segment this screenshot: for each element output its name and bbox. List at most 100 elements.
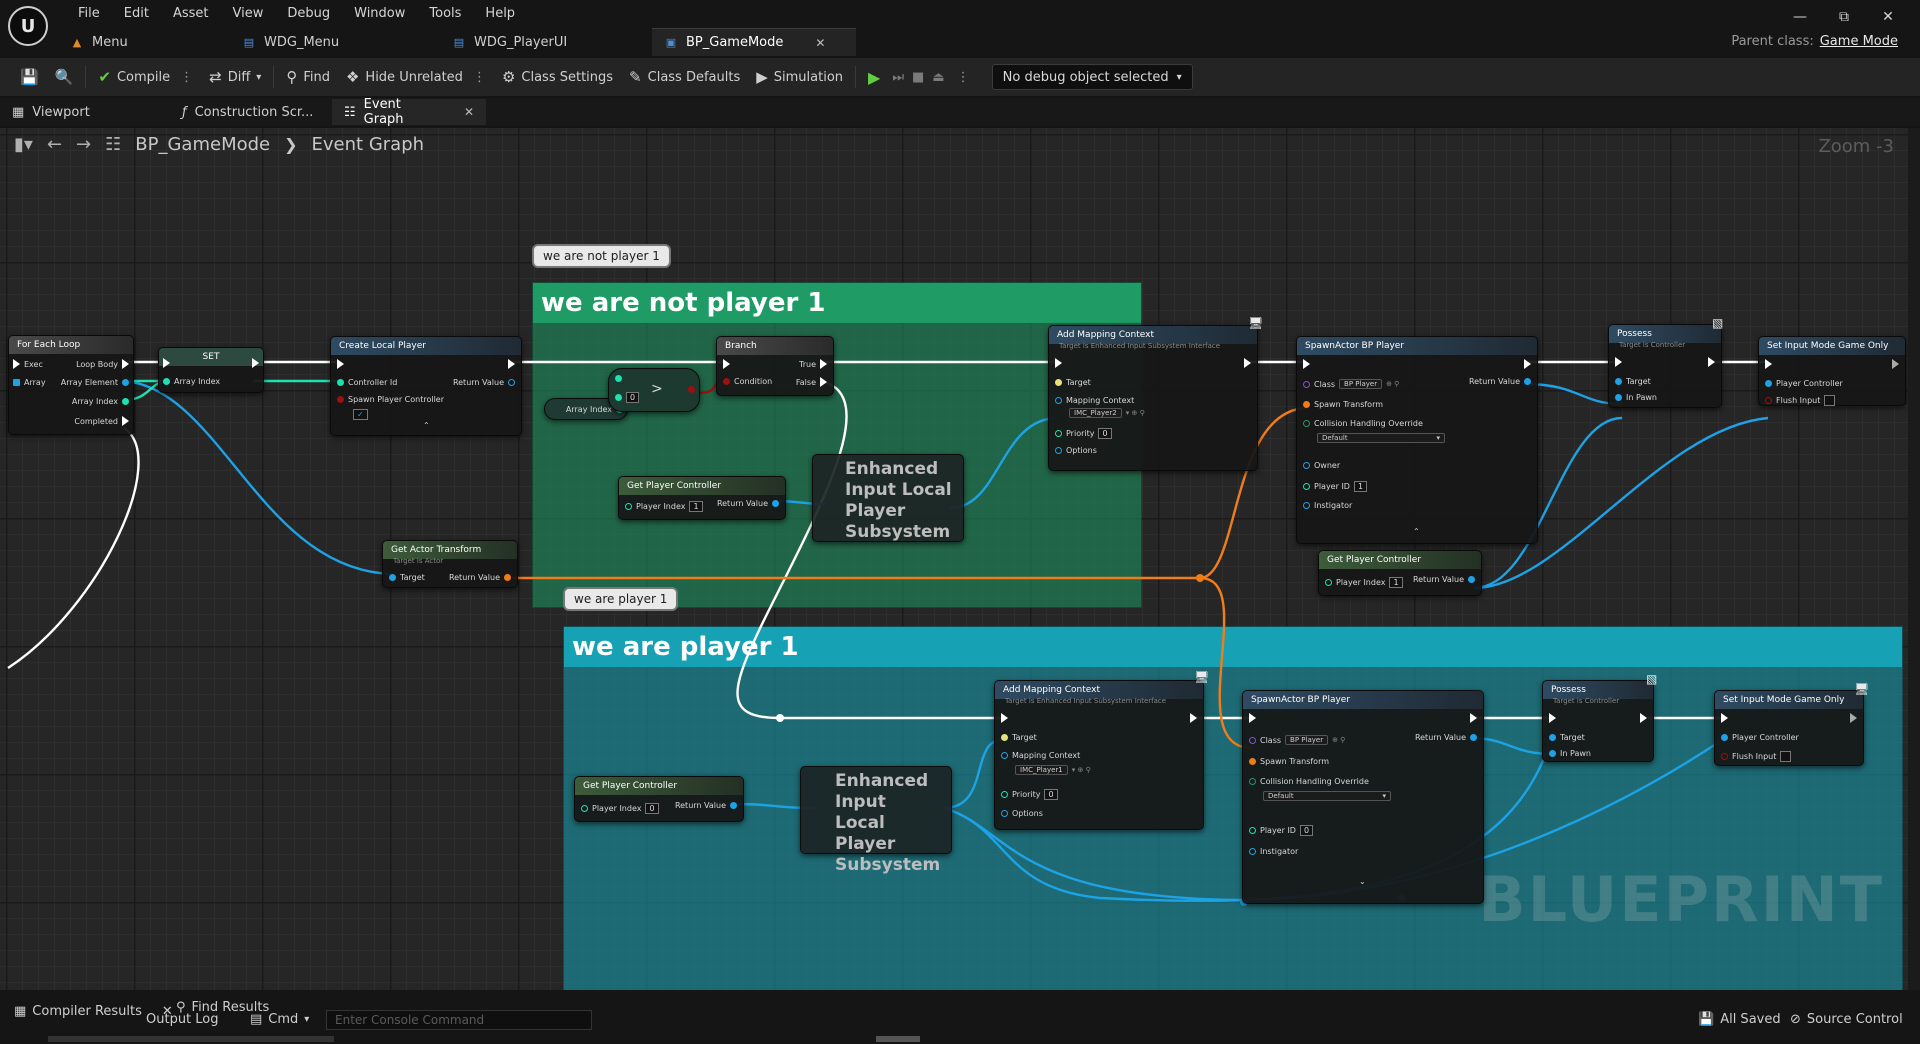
source-control-button[interactable]: ⊘ Source Control <box>1790 1012 1903 1027</box>
pin-exec-out[interactable] <box>1244 358 1251 368</box>
pin-return-value[interactable]: Return Value <box>717 499 779 508</box>
back-arrow-icon[interactable]: ← <box>46 134 63 155</box>
all-saved-button[interactable]: 💾 All Saved <box>1698 1012 1781 1027</box>
pin-collision-handling[interactable]: Collision Handling Override <box>1249 777 1369 786</box>
pin-exec-out[interactable] <box>1470 713 1477 723</box>
pin-exec-out[interactable] <box>508 359 515 369</box>
close-icon[interactable]: ✕ <box>463 105 474 119</box>
pin-target[interactable]: Target <box>1615 377 1651 386</box>
comment-bubble[interactable]: we are player 1 <box>563 587 679 611</box>
output-log-tab[interactable]: Output Log <box>146 1012 219 1027</box>
menu-asset[interactable]: Asset <box>172 6 209 21</box>
node-possess[interactable]: Possess Target is Controller Target In P… <box>1542 680 1654 762</box>
pin-exec-in[interactable] <box>337 359 344 369</box>
node-set[interactable]: SET Array Index <box>158 347 264 393</box>
doc-tab-menu[interactable]: ▲ Menu <box>58 28 230 56</box>
pin-exec-in[interactable] <box>1055 358 1062 368</box>
menu-debug[interactable]: Debug <box>287 6 331 21</box>
pin-exec-in[interactable] <box>1765 359 1772 369</box>
pin-player-controller[interactable]: Player Controller <box>1721 733 1799 742</box>
pin-return-value[interactable]: Return Value <box>1469 377 1531 386</box>
play-options-button[interactable]: ⋮ <box>949 62 974 92</box>
close-window-button[interactable]: ✕ <box>1882 9 1894 25</box>
tab-viewport[interactable]: ▦ Viewport <box>0 99 170 125</box>
horizontal-scrollbar[interactable] <box>48 1036 334 1042</box>
close-icon[interactable]: ✕ <box>161 1004 173 1019</box>
pin-spawn-transform[interactable]: Spawn Transform <box>1249 757 1329 766</box>
pin-array-element[interactable]: Array Element <box>61 378 129 387</box>
menu-tools[interactable]: Tools <box>429 6 462 21</box>
save-button[interactable]: 💾 <box>12 62 47 92</box>
horizontal-scrollbar-thumb[interactable] <box>876 1036 920 1042</box>
pin-exec-out[interactable] <box>1850 713 1857 723</box>
node-for-each-loop[interactable]: For Each Loop Exec Loop Body Array Array… <box>8 335 134 435</box>
pin-condition[interactable]: Condition <box>723 377 772 386</box>
breadcrumb-root[interactable]: BP_GameMode <box>135 134 271 155</box>
event-graph-canvas[interactable]: ▮▾ ← → ☷ BP_GameMode ❯ Event Graph Zoom … <box>0 128 1908 990</box>
pin-return-value[interactable]: Return Value <box>453 378 515 387</box>
pin-b[interactable]: 0 <box>615 392 640 403</box>
node-set-input-mode-game-only[interactable]: Set Input Mode Game Only Player Controll… <box>1758 336 1906 406</box>
node-create-local-player[interactable]: Create Local Player Controller Id Return… <box>330 336 522 436</box>
pin-controller-id[interactable]: Controller Id <box>337 378 397 387</box>
tab-event-graph[interactable]: ☷ Event Graph ✕ <box>332 97 486 127</box>
mapping-context-select[interactable]: IMC_Player1▾ ⊕ ⚲ <box>1015 765 1091 775</box>
pin-array-index[interactable]: Array Index <box>72 397 129 406</box>
pin-collision-handling[interactable]: Collision Handling Override <box>1303 419 1423 428</box>
node-get-actor-transform[interactable]: Get Actor Transform Target is Actor Targ… <box>382 540 518 588</box>
pin-result[interactable] <box>688 386 695 393</box>
pin-exec-in[interactable] <box>723 359 730 369</box>
pin-options[interactable]: Options <box>1001 809 1043 818</box>
pin-array-index[interactable]: Array Index <box>163 377 220 386</box>
pin-exec-out[interactable] <box>1640 713 1647 723</box>
pin-exec-out[interactable] <box>1524 359 1531 369</box>
pin-owner[interactable]: Owner <box>1303 461 1340 470</box>
node-branch[interactable]: Branch True Condition False <box>716 336 834 396</box>
play-button[interactable]: ▶ <box>860 62 888 92</box>
node-add-mapping-context[interactable]: Add Mapping Context Target is Enhanced I… <box>994 680 1204 830</box>
spawn-pc-checkbox[interactable]: ✓ <box>353 409 368 420</box>
browse-button[interactable]: 🔍 <box>47 62 82 92</box>
chevron-up-icon[interactable]: ⌃ <box>1413 527 1420 536</box>
pin-exec-in[interactable] <box>1549 713 1556 723</box>
comment-bubble[interactable]: we are not player 1 <box>532 244 671 268</box>
pin-target[interactable]: Target <box>1001 733 1037 742</box>
pin-exec-out[interactable] <box>1892 359 1899 369</box>
find-results-tab[interactable]: ⚲ Find Results <box>176 1000 269 1015</box>
pin-return-value[interactable]: Return Value <box>1415 733 1477 742</box>
menu-edit[interactable]: Edit <box>123 6 149 21</box>
more-icon[interactable]: ⋮ <box>472 69 486 85</box>
stop-button[interactable]: ■ <box>908 62 928 92</box>
pin-spawn-transform[interactable]: Spawn Transform <box>1303 400 1383 409</box>
graph-vertical-scrollbar[interactable] <box>1908 128 1920 990</box>
menu-file[interactable]: File <box>78 6 100 21</box>
menu-window[interactable]: Window <box>354 6 406 21</box>
pin-true[interactable]: True <box>799 359 827 369</box>
minimize-button[interactable]: — <box>1793 9 1807 25</box>
pin-exec-in[interactable] <box>1303 359 1310 369</box>
step-button[interactable]: ⏭ <box>888 62 908 92</box>
forward-arrow-icon[interactable]: → <box>76 134 92 155</box>
comment-not-player-1[interactable]: we are not player 1 <box>532 282 1142 608</box>
collision-select[interactable]: Default▾ <box>1263 791 1391 801</box>
pin-false[interactable]: False <box>796 377 827 387</box>
compiler-results-tab[interactable]: ▦ Compiler Results ✕ <box>14 1004 173 1019</box>
node-enhanced-input-subsystem[interactable]: Enhanced Input Local Player Subsystem <box>812 454 964 542</box>
pin-exec[interactable]: Exec <box>13 359 43 369</box>
doc-tab-wdg-playerui[interactable]: ▤ WDG_PlayerUI <box>440 28 652 56</box>
pin-completed[interactable]: Completed <box>74 416 129 426</box>
pin-flush-input[interactable]: Flush Input <box>1765 395 1835 406</box>
pin-in-pawn[interactable]: In Pawn <box>1549 749 1591 758</box>
pin-exec-out[interactable] <box>1190 713 1197 723</box>
pin-exec-in[interactable] <box>163 358 170 368</box>
